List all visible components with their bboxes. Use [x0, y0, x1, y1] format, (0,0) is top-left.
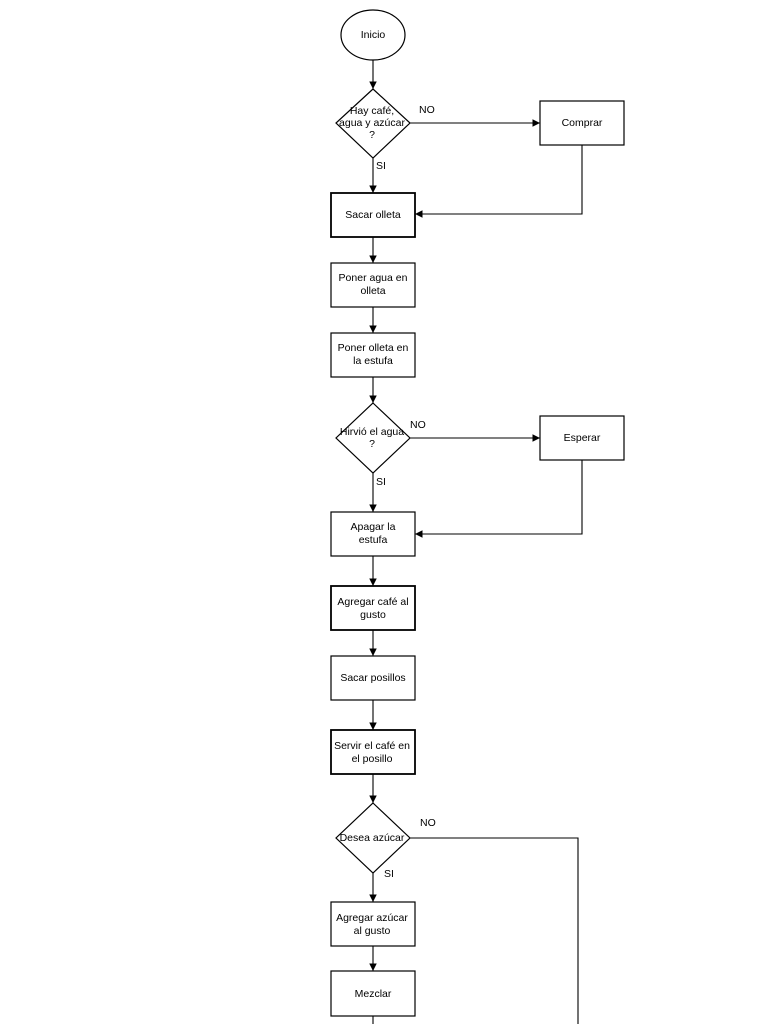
node-label: Servir el café en [334, 740, 410, 752]
edge-esperar-apagar [415, 460, 583, 538]
node-mezclar: Mezclar [330, 970, 416, 1017]
process-box [330, 511, 416, 557]
edge-desea-azucar-no [410, 837, 579, 1024]
label-hirvio-no: NO [410, 419, 426, 431]
node-label: ? [369, 129, 375, 141]
node-hirvio: Hirvió el agua ? [335, 402, 411, 474]
label-desea-si: SI [384, 868, 394, 880]
node-label: agua y azúcar [339, 117, 405, 129]
node-label: Mezclar [355, 988, 392, 1000]
node-label: Apagar la [351, 521, 396, 533]
decision-diamond [335, 802, 411, 874]
node-label: Hay café, [350, 105, 394, 117]
process-box [330, 901, 416, 947]
decision-diamond [335, 402, 411, 474]
label-desea-no: NO [420, 817, 436, 829]
node-sacar-olleta: Sacar olleta [330, 192, 416, 238]
process-box [330, 655, 416, 701]
node-label: Inicio [361, 29, 386, 41]
node-label: Poner olleta en [338, 342, 409, 354]
node-label: Sacar posillos [340, 672, 405, 684]
start-ellipse [340, 9, 406, 61]
node-agregar-cafe: Agregar café al gusto [330, 585, 416, 631]
process-box [539, 415, 625, 461]
node-label: Sacar olleta [345, 209, 401, 221]
process-box [330, 585, 416, 631]
node-label: el posillo [352, 753, 393, 765]
process-box [330, 332, 416, 378]
label-hay-cafe-no: NO [419, 104, 435, 116]
node-label: Hirvió el agua [340, 426, 404, 438]
node-poner-olleta: Poner olleta en la estufa [330, 332, 416, 378]
node-agregar-azucar: Agregar azúcar al gusto [330, 901, 416, 947]
node-label: Agregar azúcar [336, 912, 408, 924]
node-label: Esperar [564, 432, 601, 444]
node-label: gusto [360, 609, 386, 621]
node-label: ? [369, 438, 375, 450]
process-box [330, 192, 416, 238]
node-label: olleta [360, 285, 385, 297]
node-label: al gusto [354, 925, 391, 937]
node-inicio: Inicio [340, 9, 406, 61]
process-box [539, 100, 625, 146]
node-label: estufa [359, 534, 388, 546]
node-label: Desea azúcar [340, 832, 405, 844]
process-box [330, 729, 416, 775]
node-label: Comprar [562, 117, 603, 129]
node-esperar: Esperar [539, 415, 625, 461]
node-poner-agua: Poner agua en olleta [330, 262, 416, 308]
node-apagar: Apagar la estufa [330, 511, 416, 557]
node-hay-cafe: Hay café, agua y azúcar ? [335, 88, 411, 159]
flow-edges [369, 60, 583, 1024]
node-label: la estufa [353, 355, 393, 367]
edge-labels: NO SI NO SI NO SI [376, 104, 436, 880]
node-label: Agregar café al [337, 596, 408, 608]
label-hirvio-si: SI [376, 476, 386, 488]
node-desea-azucar: Desea azúcar [335, 802, 411, 874]
node-sacar-posillos: Sacar posillos [330, 655, 416, 701]
label-hay-cafe-si: SI [376, 160, 386, 172]
node-servir: Servir el café en el posillo [330, 729, 416, 775]
process-box [330, 262, 416, 308]
edge-comprar-sacar-olleta [415, 145, 583, 218]
node-comprar: Comprar [539, 100, 625, 146]
decision-diamond [335, 88, 411, 159]
process-box [330, 970, 416, 1017]
node-label: Poner agua en [339, 272, 408, 284]
